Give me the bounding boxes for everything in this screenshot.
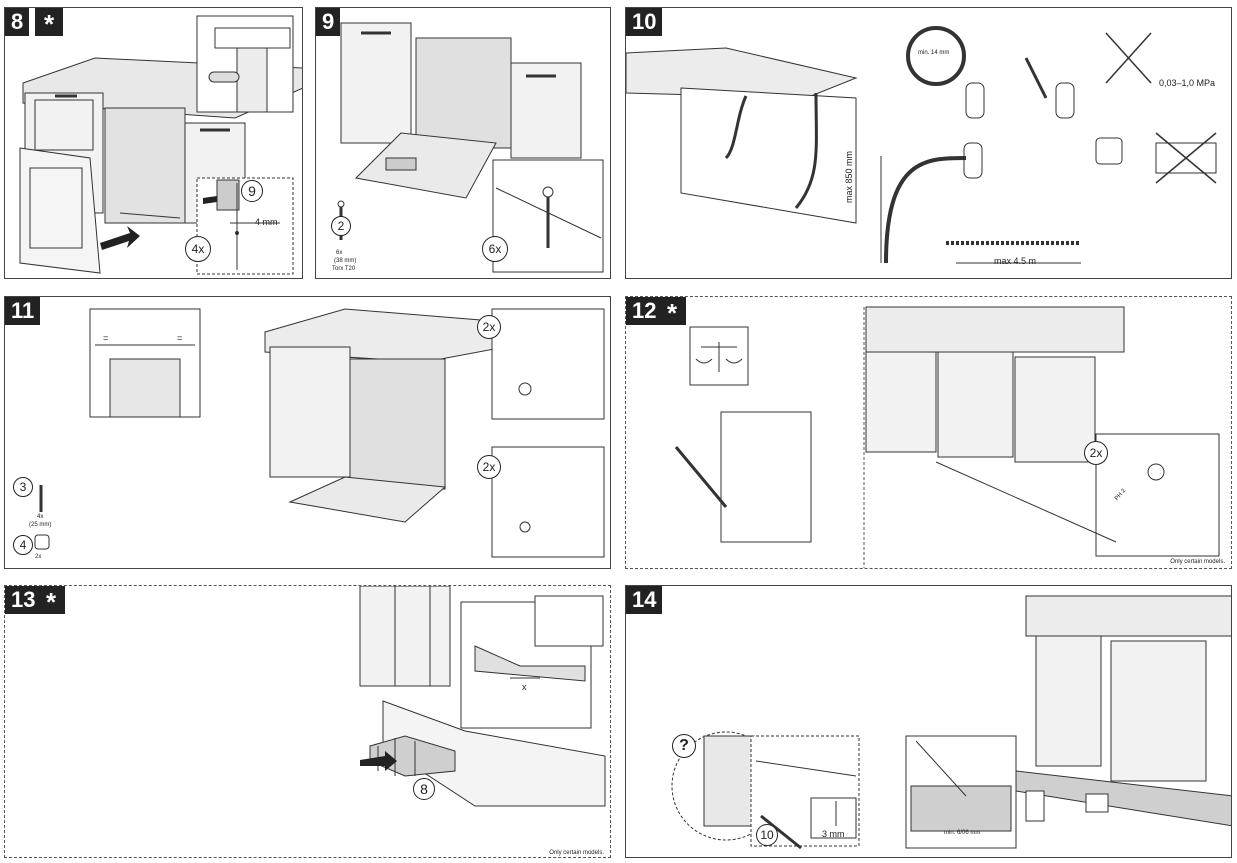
detail-count-badge: 6x — [482, 236, 508, 262]
callout-step-9: 9 — [241, 180, 263, 202]
callout-step-10: 10 — [756, 824, 778, 846]
max-height-label: max 850 mm — [844, 150, 854, 203]
plinth-cutting-illustration — [359, 586, 606, 807]
part-number: 2 — [331, 216, 351, 236]
screw-drive: Torx T20 — [332, 266, 356, 272]
asterisk-icon: * — [37, 586, 65, 617]
step-8-panel: 8 * 9 4 mm 4x — [4, 7, 303, 279]
step-number: 9 — [316, 8, 341, 36]
plinth-fitting-illustration — [671, 595, 1231, 850]
only-certain-models-note: Only certain models. — [549, 850, 604, 856]
part-4-number: 4 — [13, 535, 33, 555]
step-number: 10 — [626, 8, 663, 36]
part-4-count: 2x — [35, 554, 42, 560]
bracket-detail-box — [196, 177, 294, 275]
part-3-length: (25 mm) — [29, 522, 52, 528]
step-number: 14 — [626, 586, 663, 614]
min-gap-label: min. 6/06 mm — [944, 830, 981, 836]
equal-left-mark: = — [103, 333, 109, 343]
callout-step-8: 8 — [413, 778, 435, 800]
installed-dishwasher-illustration — [34, 308, 605, 558]
step-10-panel: 10 min. 14 mm 0,03–1,0 MPa max 850 mm ma… — [625, 7, 1232, 279]
gap-label: 4 mm — [255, 217, 278, 227]
step-number: 12 — [626, 297, 663, 325]
asterisk-icon: * — [35, 8, 63, 39]
question-icon: ? — [672, 734, 696, 758]
step-number: 8 — [5, 8, 30, 36]
part-3-number: 3 — [13, 477, 33, 497]
detail-bottom-badge: 2x — [477, 455, 501, 479]
asterisk-icon: * — [658, 297, 686, 328]
gap-label: 3 mm — [822, 829, 845, 839]
door-balance-illustration — [674, 306, 1220, 568]
step-14-panel: 14 ? 10 3 mm min. 6/06 mm — [625, 585, 1232, 858]
water-connection-illustration — [626, 26, 1217, 264]
dishwasher-door-open-illustration — [337, 22, 604, 273]
detail-count-badge: 2x — [1084, 441, 1108, 465]
step-11-panel: 11 = = 2x 2x 3 4x (25 mm) 4 2x — [4, 296, 611, 569]
screw-count: 6x — [336, 250, 343, 256]
step-12-panel: 12 * 2x PH 2 Only certain models. — [625, 296, 1232, 569]
step-number: 13 — [5, 586, 42, 614]
count-badge: 4x — [185, 236, 211, 262]
step-number: 11 — [5, 297, 41, 325]
screw-length: (38 mm) — [334, 258, 357, 264]
only-certain-models-note: Only certain models. — [1170, 559, 1225, 565]
hinge-detail-box — [196, 15, 294, 113]
dimension-x: x — [522, 682, 527, 692]
detail-top-badge: 2x — [477, 315, 501, 339]
part-3-count: 4x — [37, 514, 44, 520]
step-13-panel: 13 * x 8 Only certain models. — [4, 585, 611, 858]
pipe-diameter-label: min. 14 mm — [918, 50, 950, 56]
max-length-label: max 4.5 m — [994, 256, 1037, 266]
pressure-label: 0,03–1,0 MPa — [1159, 78, 1216, 88]
step-9-panel: 9 2 6x (38 mm) Torx T20 6x — [315, 7, 611, 279]
equal-right-mark: = — [177, 333, 183, 343]
